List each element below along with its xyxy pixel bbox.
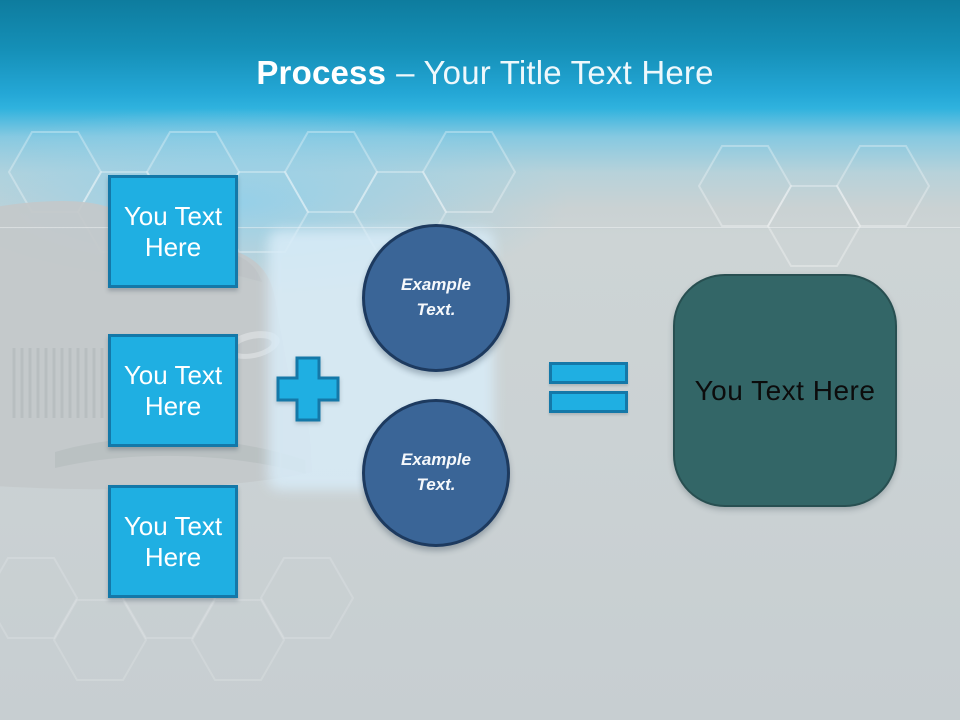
input-box-2-label: You Text Here (123, 359, 223, 421)
horizon-line (0, 227, 960, 229)
equals-bar-bottom (549, 391, 628, 413)
result-box-label: You Text Here (694, 374, 876, 406)
title-subtitle: – Your Title Text Here (396, 54, 714, 91)
input-box-2[interactable]: You Text Here (108, 334, 238, 447)
input-box-3[interactable]: You Text Here (108, 485, 238, 598)
example-circle-1[interactable]: Example Text. (362, 224, 510, 372)
plus-icon[interactable] (275, 355, 341, 423)
equals-bar-top (549, 362, 628, 384)
result-box[interactable]: You Text Here (673, 274, 897, 507)
example-circle-1-label: Example Text. (401, 275, 471, 319)
input-box-1[interactable]: You Text Here (108, 175, 238, 288)
input-box-3-label: You Text Here (123, 510, 223, 572)
slide-title: Process – Your Title Text Here (0, 50, 960, 96)
title-keyword: Process (256, 54, 387, 91)
input-box-1-label: You Text Here (123, 200, 223, 262)
example-circle-2-label: Example Text. (401, 450, 471, 494)
equals-icon[interactable] (549, 362, 628, 413)
example-circle-2[interactable]: Example Text. (362, 399, 510, 547)
